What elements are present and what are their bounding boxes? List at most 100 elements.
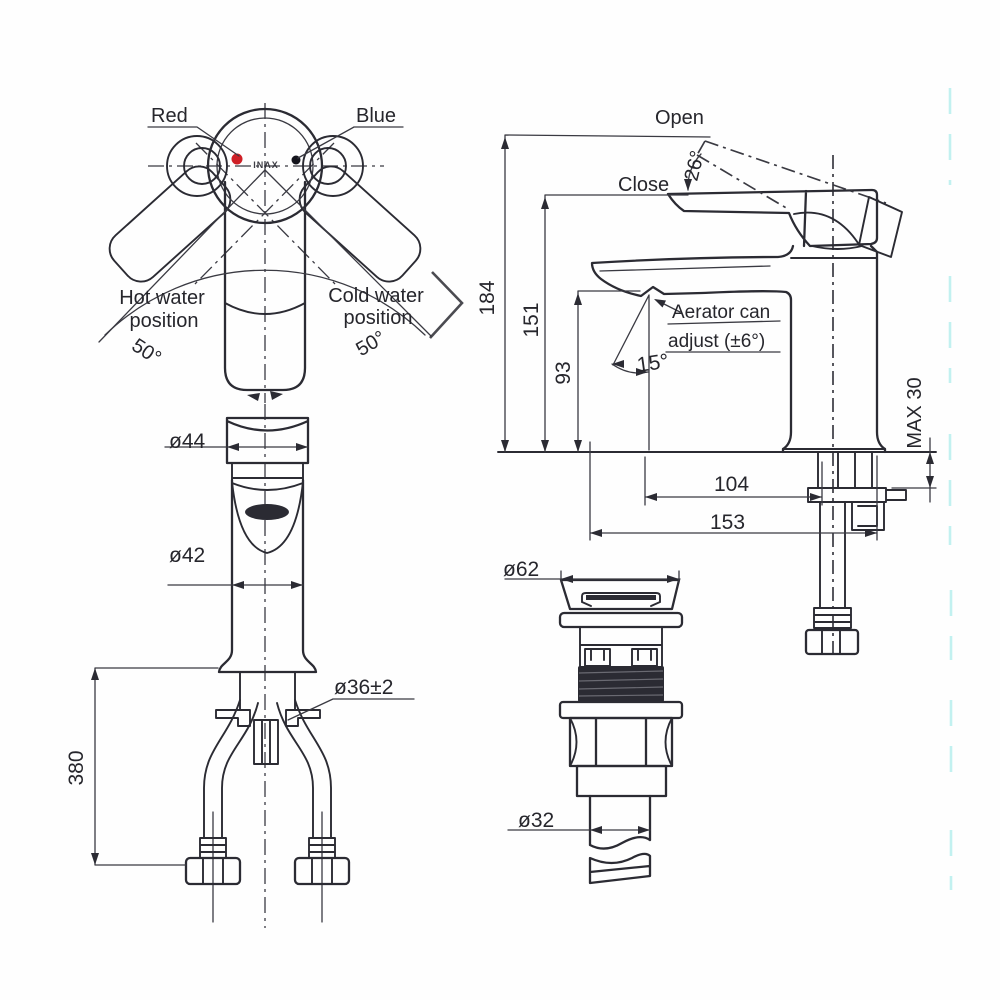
scan-artifacts — [429, 88, 953, 890]
front-neck-bands — [231, 462, 304, 481]
label-hot-water-line2: position — [130, 310, 199, 332]
front-threaded-rod — [253, 719, 279, 765]
dim-text-153: 153 — [710, 511, 745, 534]
drain-dome — [559, 578, 681, 611]
drain-tabs — [584, 648, 658, 667]
side-body-right-edge — [869, 244, 887, 454]
note-aerator-line1: Aerator can — [672, 302, 770, 323]
label-hot-water-line1: Hot water — [119, 287, 205, 309]
front-hose-nut-left — [184, 856, 242, 886]
dim-line-max30 — [891, 437, 937, 503]
blue-leader-line — [297, 126, 404, 159]
handle-base-inner-circle — [216, 117, 314, 215]
side-body-seam — [782, 257, 886, 450]
label-close: Close — [618, 174, 669, 196]
front-hose-nut-right — [293, 856, 351, 886]
front-body-outline — [217, 478, 318, 674]
dim-text-15deg: 15° — [635, 350, 670, 377]
front-hose-left — [203, 699, 259, 839]
drain-view: ø62 ø32 — [503, 558, 684, 885]
front-shank — [239, 671, 296, 711]
drain-popup-cap-fill — [586, 595, 656, 600]
side-clamp-block — [851, 501, 885, 531]
dim-text-26deg: 26° — [681, 149, 710, 184]
top-view-body-outline — [223, 180, 307, 392]
brand-logo-text: INAX — [253, 160, 279, 170]
scan-smudge-chevron — [429, 271, 464, 339]
side-clamp-plate — [807, 487, 907, 503]
side-body-outline — [590, 244, 795, 454]
dim-text-184: 184 — [476, 280, 499, 315]
dim-text-dia36: ø36±2 — [334, 676, 393, 699]
dim-text-151: 151 — [520, 302, 543, 337]
front-hose-nut-left-facets — [202, 857, 224, 885]
handle-base-circle — [206, 107, 324, 225]
label-cold-water-line2: position — [344, 307, 413, 329]
dim-text-dia32: ø32 — [518, 809, 554, 832]
note-aerator-line2: adjust (±6°) — [668, 331, 765, 352]
side-tube-nut — [804, 628, 860, 656]
side-handle-closed — [666, 188, 879, 248]
drain-lower-flange — [558, 700, 684, 720]
dim-text-93: 93 — [552, 361, 575, 384]
dim-text-dia42: ø42 — [169, 544, 205, 567]
front-hose-right — [276, 699, 332, 839]
drain-collar — [575, 764, 668, 798]
dim-text-380: 380 — [65, 750, 88, 785]
dim-line-153 — [589, 441, 878, 541]
side-supply-tube — [819, 501, 846, 609]
drain-hex-nut-facets — [569, 717, 673, 767]
side-handle-pivot-arcs — [793, 211, 863, 250]
side-tube-ridges — [813, 607, 852, 629]
dim-text-dia62: ø62 — [503, 558, 539, 581]
dim-text-104: 104 — [714, 473, 749, 496]
side-handle-open-knob — [858, 196, 903, 258]
drain-popup-cap — [581, 592, 661, 607]
front-spout-cup — [231, 481, 304, 554]
dim-line-184 — [504, 134, 711, 453]
drain-flange — [558, 611, 684, 629]
drain-neck — [579, 626, 663, 667]
sector-line-right — [264, 169, 432, 337]
label-angle-left-50: 50° — [128, 335, 165, 370]
red-leader-line — [147, 126, 240, 157]
front-washer-left — [215, 709, 251, 727]
top-view: INAX Red Blue Hot water position Cold wa… — [98, 103, 432, 403]
dim-line-151 — [544, 194, 689, 453]
front-hose-centerlines — [212, 811, 323, 923]
sector-arc-arrowheads — [247, 391, 283, 401]
top-view-body-curve — [224, 302, 306, 315]
front-cap-outline — [225, 416, 310, 465]
front-hose-nut-right-facets — [311, 857, 333, 885]
label-angle-right-50: 50° — [352, 327, 389, 361]
right-knob-outer — [302, 135, 364, 197]
drain-tail-pipe — [588, 794, 652, 850]
dim-line-380 — [94, 667, 219, 866]
front-aerator-outlet — [245, 504, 289, 520]
label-open: Open — [655, 107, 704, 129]
side-shank-lines — [817, 451, 873, 489]
drain-threads-texture — [578, 670, 664, 697]
drain-tail-pipe-stub — [588, 852, 652, 885]
label-red: Red — [151, 105, 188, 127]
side-view: Open Close 26° 184 151 93 15° Aerator ca… — [476, 107, 937, 660]
dim-text-dia44: ø44 — [169, 430, 206, 453]
side-tube-nut-facets — [821, 629, 841, 655]
label-blue: Blue — [356, 105, 396, 127]
front-view: ø44 ø42 ø36±2 380 — [65, 404, 415, 928]
scan-artifact-teal-line — [948, 88, 953, 890]
left-knob-inner — [183, 147, 221, 185]
side-spout-inner-line — [599, 265, 771, 272]
sector-line-left — [98, 169, 266, 343]
leader-dia36 — [287, 698, 415, 721]
drain-hex-nut — [568, 716, 674, 768]
drain-threads — [578, 666, 664, 702]
front-washer-right — [285, 709, 321, 727]
red-indicator-dot — [231, 153, 243, 165]
dim-line-dia62 — [504, 570, 681, 583]
side-handle-open-outline — [696, 140, 887, 210]
dim-line-93 — [577, 290, 641, 453]
dim-text-max30: MAX 30 — [904, 377, 926, 448]
